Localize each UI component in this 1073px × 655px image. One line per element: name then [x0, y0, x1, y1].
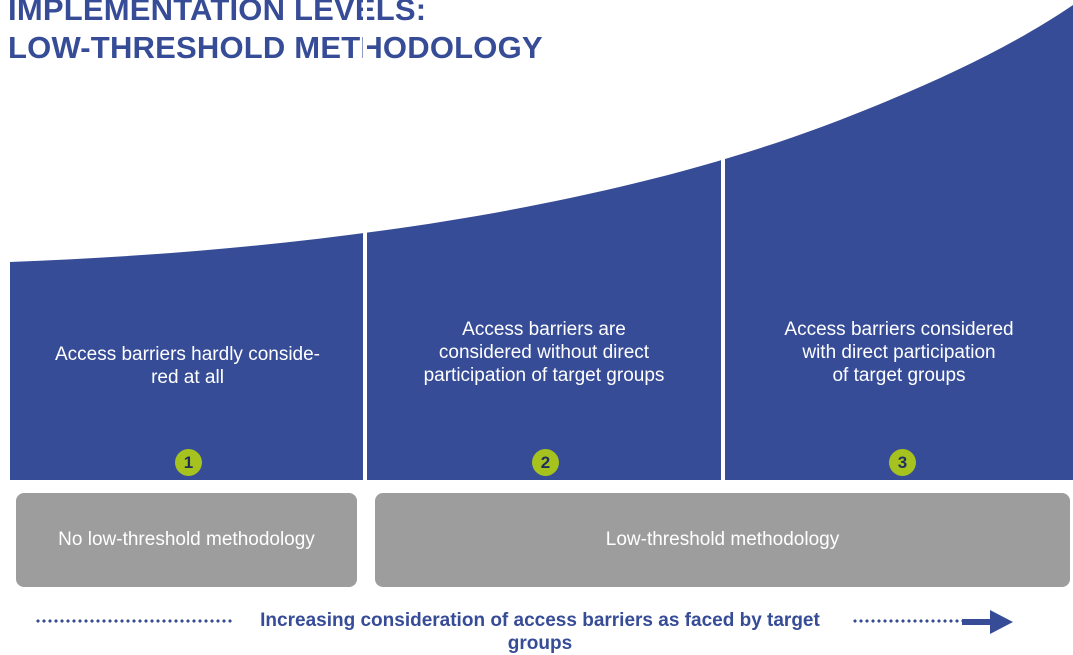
level-2-text: Access barriers are considered without d… — [423, 319, 665, 386]
title-line-2: LOW-THRESHOLD METHODOLOGY — [8, 30, 543, 65]
no-low-threshold-box: No low-threshold methodology — [16, 493, 357, 587]
footer-caption: Increasing consideration of access barri… — [260, 610, 820, 654]
increasing-curve-area — [10, 5, 1073, 480]
level-2-number-badge: 2 — [532, 449, 559, 476]
dotted-line-right — [852, 619, 964, 623]
arrow-head-icon — [990, 610, 1013, 634]
low-threshold-box: Low-threshold methodology — [375, 493, 1070, 587]
arrow-shaft — [962, 619, 992, 625]
title-line-1: IMPLEMENTATION LEVELS: — [8, 0, 427, 27]
level-3-text: Access barriers considered with direct p… — [784, 319, 1014, 386]
level-1-number-badge: 1 — [175, 449, 202, 476]
page-title: IMPLEMENTATION LEVELS: LOW-THRESHOLD MET… — [8, 0, 543, 67]
level-1-text: Access barriers hardly conside- red at a… — [54, 344, 321, 388]
level-3-number-badge: 3 — [889, 449, 916, 476]
dotted-line-left — [35, 619, 233, 623]
